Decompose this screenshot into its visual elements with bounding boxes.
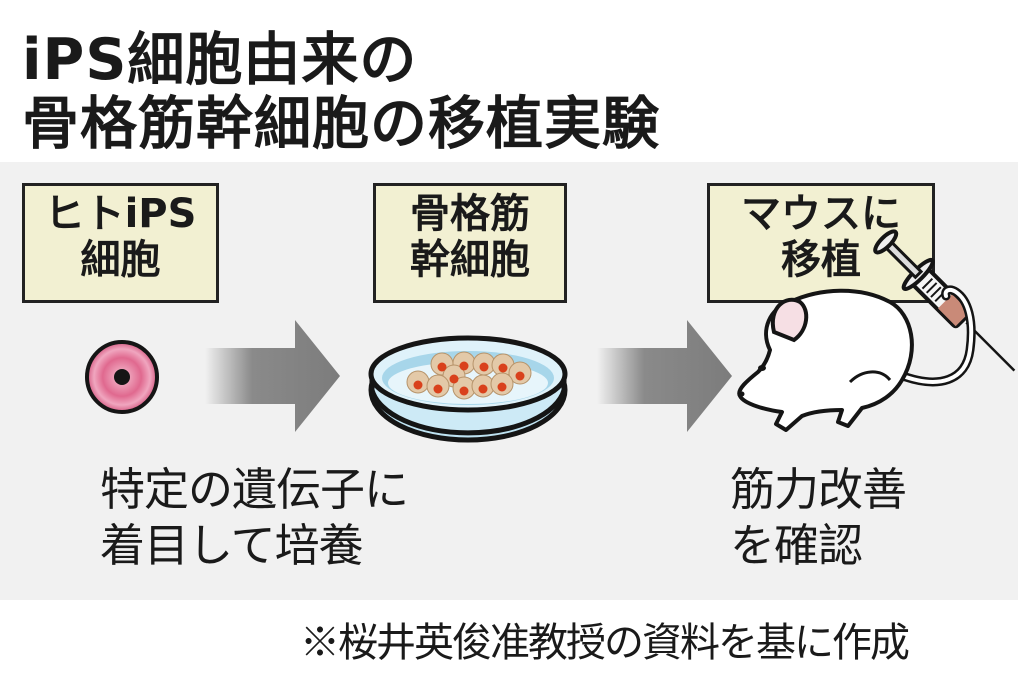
note-line: を確認 bbox=[730, 519, 863, 572]
note-line: 特定の遺伝子に bbox=[100, 463, 409, 516]
title-line-1: iPS細胞由来の bbox=[22, 27, 418, 93]
step-label-line: 細胞 bbox=[80, 237, 161, 283]
step-label-line: 骨格筋 bbox=[410, 191, 530, 237]
syringe-icon bbox=[873, 229, 1016, 372]
step-label-stem-cell: 骨格筋 幹細胞 bbox=[373, 183, 567, 303]
step-label-line: 移植 bbox=[781, 237, 861, 283]
step-label-line: マウスに bbox=[741, 191, 901, 237]
step-label-line: ヒトiPS bbox=[44, 191, 197, 237]
step-label-transplant: マウスに 移植 bbox=[707, 183, 935, 303]
arrow-right-icon bbox=[597, 320, 732, 432]
note-line: 筋力改善 bbox=[730, 463, 907, 516]
source-credit: ※桜井英俊准教授の資料を基に作成 bbox=[300, 620, 910, 666]
stem-cells-cluster bbox=[406, 351, 532, 400]
step-label-ips-cell: ヒトiPS 細胞 bbox=[22, 183, 219, 303]
petri-dish-icon bbox=[368, 335, 568, 443]
title-line-2: 骨格筋幹細胞の移植実験 bbox=[22, 91, 660, 157]
note-result: 筋力改善 を確認 bbox=[730, 462, 907, 574]
note-line: 着目して培養 bbox=[100, 519, 364, 572]
mouse-syringe-icon bbox=[737, 229, 1016, 432]
step-label-line: 幹細胞 bbox=[410, 237, 530, 283]
note-culture: 特定の遺伝子に 着目して培養 bbox=[100, 462, 409, 574]
ips-cell-icon bbox=[85, 340, 159, 414]
arrow-right-icon bbox=[205, 320, 340, 432]
